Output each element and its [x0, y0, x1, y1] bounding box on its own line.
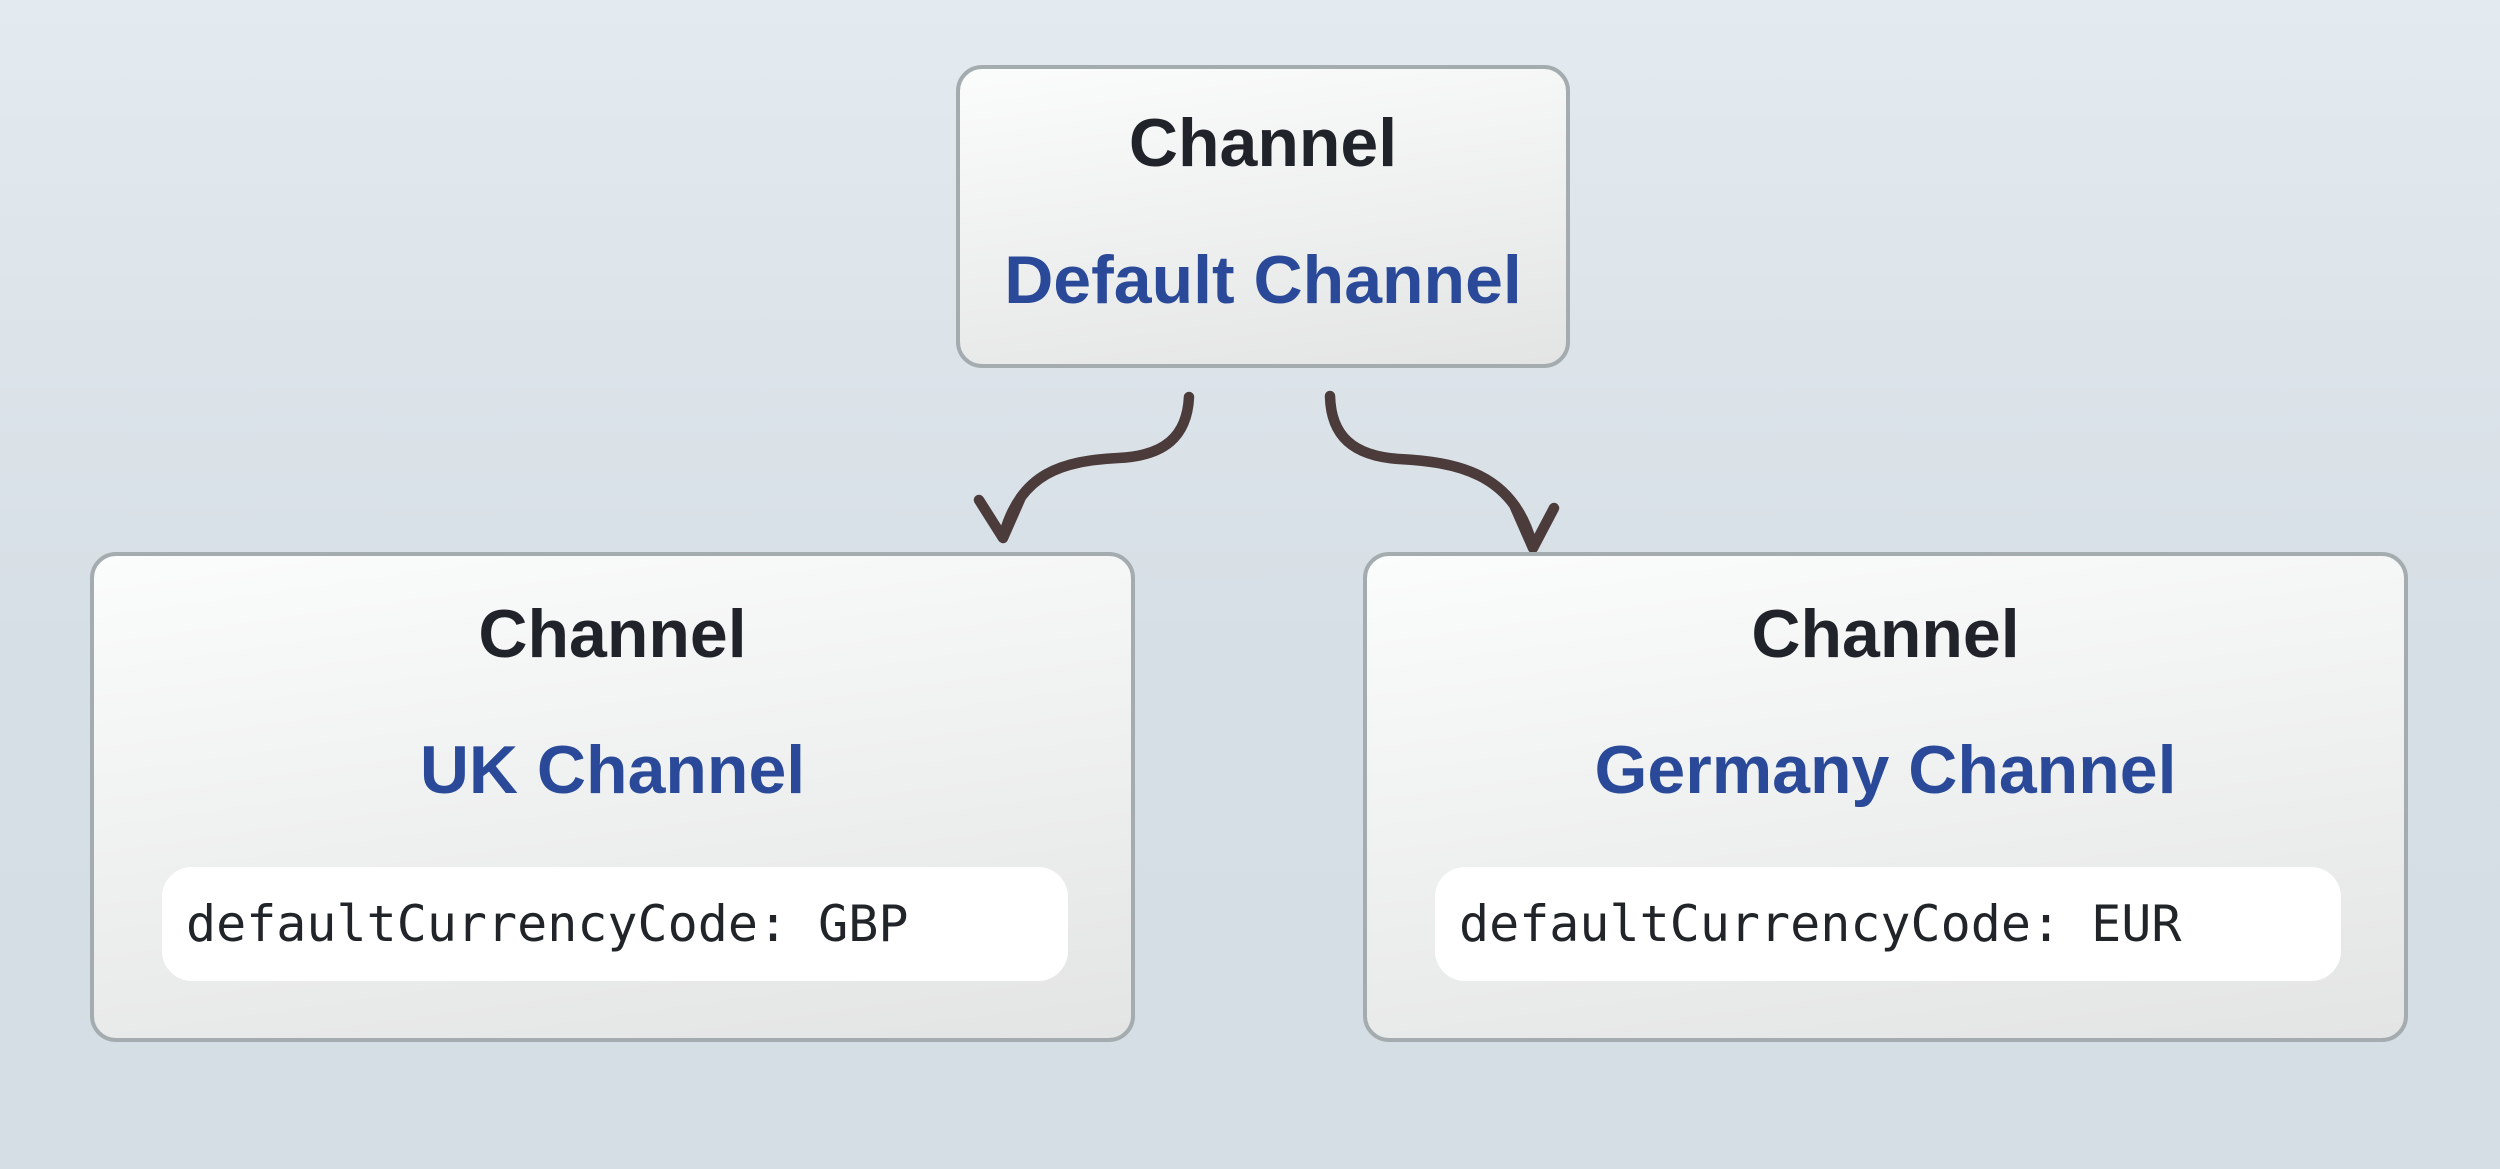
arrow-shaft [998, 391, 1195, 540]
arrow-to-uk-channel [973, 391, 1195, 544]
arrow-shaft [1324, 390, 1538, 550]
node-germany-channel: Channel Germany Channel defaultCurrencyC… [1363, 552, 2408, 1042]
node-type-label: Channel [478, 596, 747, 672]
node-type-label: Channel [1128, 105, 1398, 181]
attribute-pill: defaultCurrencyCode: EUR [1435, 867, 2341, 981]
node-default-channel: Channel Default Channel [956, 65, 1570, 368]
arrow-head-icon [1509, 501, 1560, 554]
node-uk-channel: Channel UK Channel defaultCurrencyCode: … [90, 552, 1135, 1042]
node-name-label: Germany Channel [1594, 732, 2177, 808]
attribute-code: defaultCurrencyCode: EUR [1459, 895, 2182, 953]
arrow-to-germany-channel [1324, 390, 1560, 554]
node-name-label: Default Channel [1004, 242, 1522, 318]
node-name-label: UK Channel [419, 732, 806, 808]
attribute-pill: defaultCurrencyCode: GBP [162, 867, 1068, 981]
attribute-code: defaultCurrencyCode: GBP [186, 895, 909, 953]
node-type-label: Channel [1751, 596, 2020, 672]
arrow-head-icon [973, 491, 1027, 544]
